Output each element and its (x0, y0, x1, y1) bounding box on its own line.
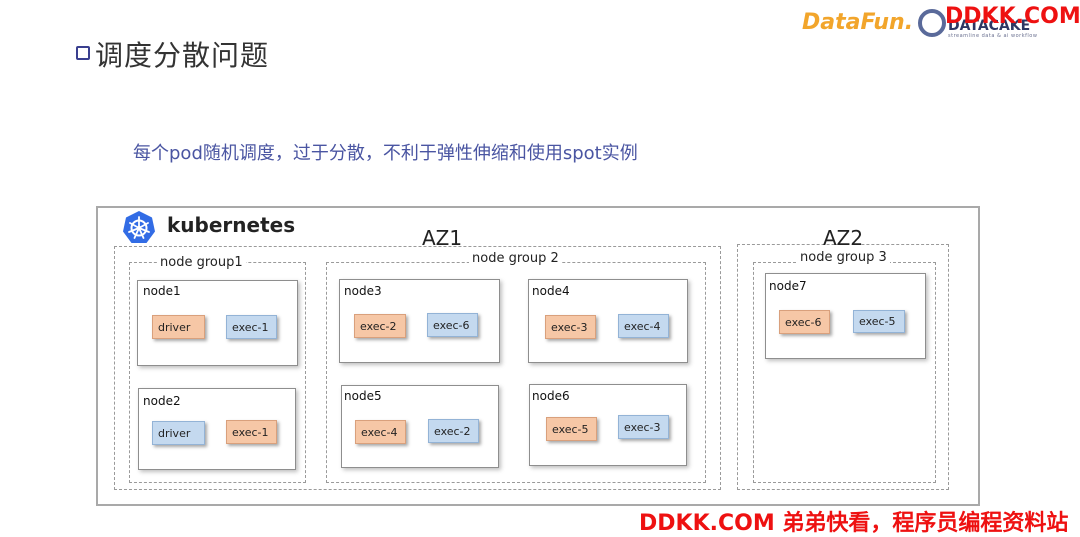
datacake-logo: DATACAKE (948, 18, 1031, 34)
node-group-label: node group1 (157, 255, 246, 270)
node-group-label: node group 3 (797, 250, 890, 265)
page-title: 调度分散问题 (95, 39, 270, 72)
pod: exec-1 (226, 315, 277, 339)
node-label: node1 (143, 284, 181, 298)
zone-az2 (737, 244, 949, 490)
pod: exec-4 (355, 420, 406, 444)
kubernetes-label: kubernetes (167, 213, 296, 237)
pod: exec-2 (428, 419, 479, 443)
pod: exec-5 (546, 417, 597, 441)
node-label: node5 (344, 389, 382, 403)
datafun-logo: DataFun. (802, 10, 914, 35)
title-bullet-icon (76, 46, 90, 60)
pod: exec-6 (427, 313, 478, 337)
datacake-tagline: streamline data & ai workflow (948, 33, 1038, 39)
pod: driver (152, 315, 205, 339)
pod: exec-5 (853, 310, 905, 333)
zone-label: AZ2 (823, 226, 864, 250)
node-label: node2 (143, 394, 181, 408)
node-group-label: node group 2 (469, 251, 562, 266)
zone-az1 (114, 246, 721, 490)
page-subtitle: 每个pod随机调度，过于分散，不利于弹性伸缩和使用spot实例 (133, 143, 638, 164)
node-label: node4 (532, 284, 570, 298)
pod: exec-4 (618, 314, 669, 338)
node-label: node7 (769, 279, 807, 293)
watermark-bottom: DDKK.COM 弟弟快看，程序员编程资料站 (639, 511, 1069, 536)
pod: exec-6 (779, 310, 830, 334)
pod: exec-3 (545, 315, 596, 339)
pod: driver (152, 421, 205, 445)
watermark-top: DDKK.COM (945, 4, 1080, 29)
pod: exec-2 (354, 314, 406, 338)
node-label: node6 (532, 389, 570, 403)
pod: exec-1 (226, 420, 277, 444)
pod: exec-3 (618, 415, 669, 439)
datacake-logo-icon (918, 9, 946, 37)
node-label: node3 (344, 284, 382, 298)
zone-label: AZ1 (422, 226, 463, 250)
kubernetes-icon (123, 211, 155, 243)
